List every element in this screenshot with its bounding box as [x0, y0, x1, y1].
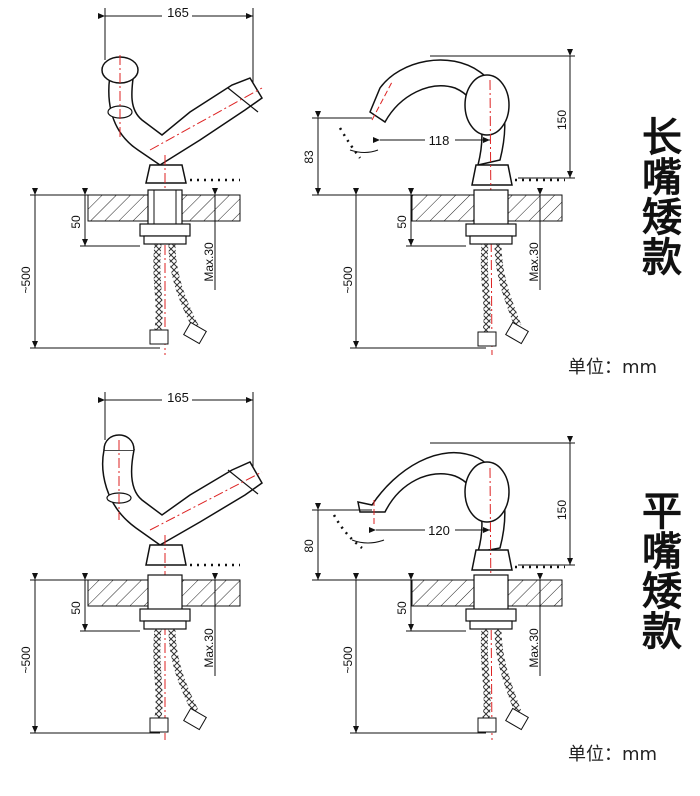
dim-deck-label: 50 [69, 601, 83, 615]
faucet-body [101, 449, 263, 546]
dim-max-label: Max.30 [202, 242, 216, 282]
bottom-front-view: 165 ~500 50 Max.30 [19, 389, 263, 740]
top-unit-label: 单位：mm [568, 357, 658, 378]
top-model-title: 长嘴矮款 [636, 118, 688, 278]
supply-hose [153, 243, 163, 331]
bottom-unit-label: 单位：mm [568, 744, 658, 765]
dim-spout-height-label: 83 [302, 150, 316, 164]
mounting-nut [139, 223, 191, 237]
handle-lever [464, 461, 510, 523]
dim-spout-height-label: 80 [302, 539, 316, 553]
dim-max-label: Max.30 [527, 628, 541, 668]
dim-deck-label: 50 [69, 215, 83, 229]
top-side-view: 150 118 83 ~500 50 M [302, 49, 575, 356]
top-model-title-text: 长嘴矮款 [642, 115, 682, 281]
faucet-base [145, 164, 187, 184]
dim-deck-label: 50 [395, 601, 409, 615]
bottom-side-view: 150 120 80 ~500 50 Max.30 [302, 436, 575, 741]
bottom-model-title: 平嘴矮款 [636, 492, 688, 652]
dim-deck-label: 50 [395, 215, 409, 229]
dim-max-label: Max.30 [202, 628, 216, 668]
supply-hose [168, 243, 200, 330]
dim-reach-label: 118 [429, 133, 450, 148]
top-front-view: 165 ~500 50 Max.30 [19, 4, 264, 355]
dim-reach-label: 120 [428, 523, 450, 538]
faucet-body [108, 64, 264, 166]
dim-height-label: 150 [555, 500, 569, 520]
dim-width-label: 165 [167, 5, 189, 20]
dim-hose-length-label: ~500 [341, 266, 355, 293]
dim-hose-length-label: ~500 [19, 266, 33, 293]
dim-hose-length-label: ~500 [19, 646, 33, 673]
dim-width-label: 165 [167, 390, 189, 405]
dim-max-label: Max.30 [527, 242, 541, 282]
handle-lever [464, 74, 510, 136]
bottom-model-title-text: 平嘴矮款 [642, 489, 682, 655]
dim-hose-length-label: ~500 [341, 646, 355, 673]
dim-height-label: 150 [555, 110, 569, 130]
